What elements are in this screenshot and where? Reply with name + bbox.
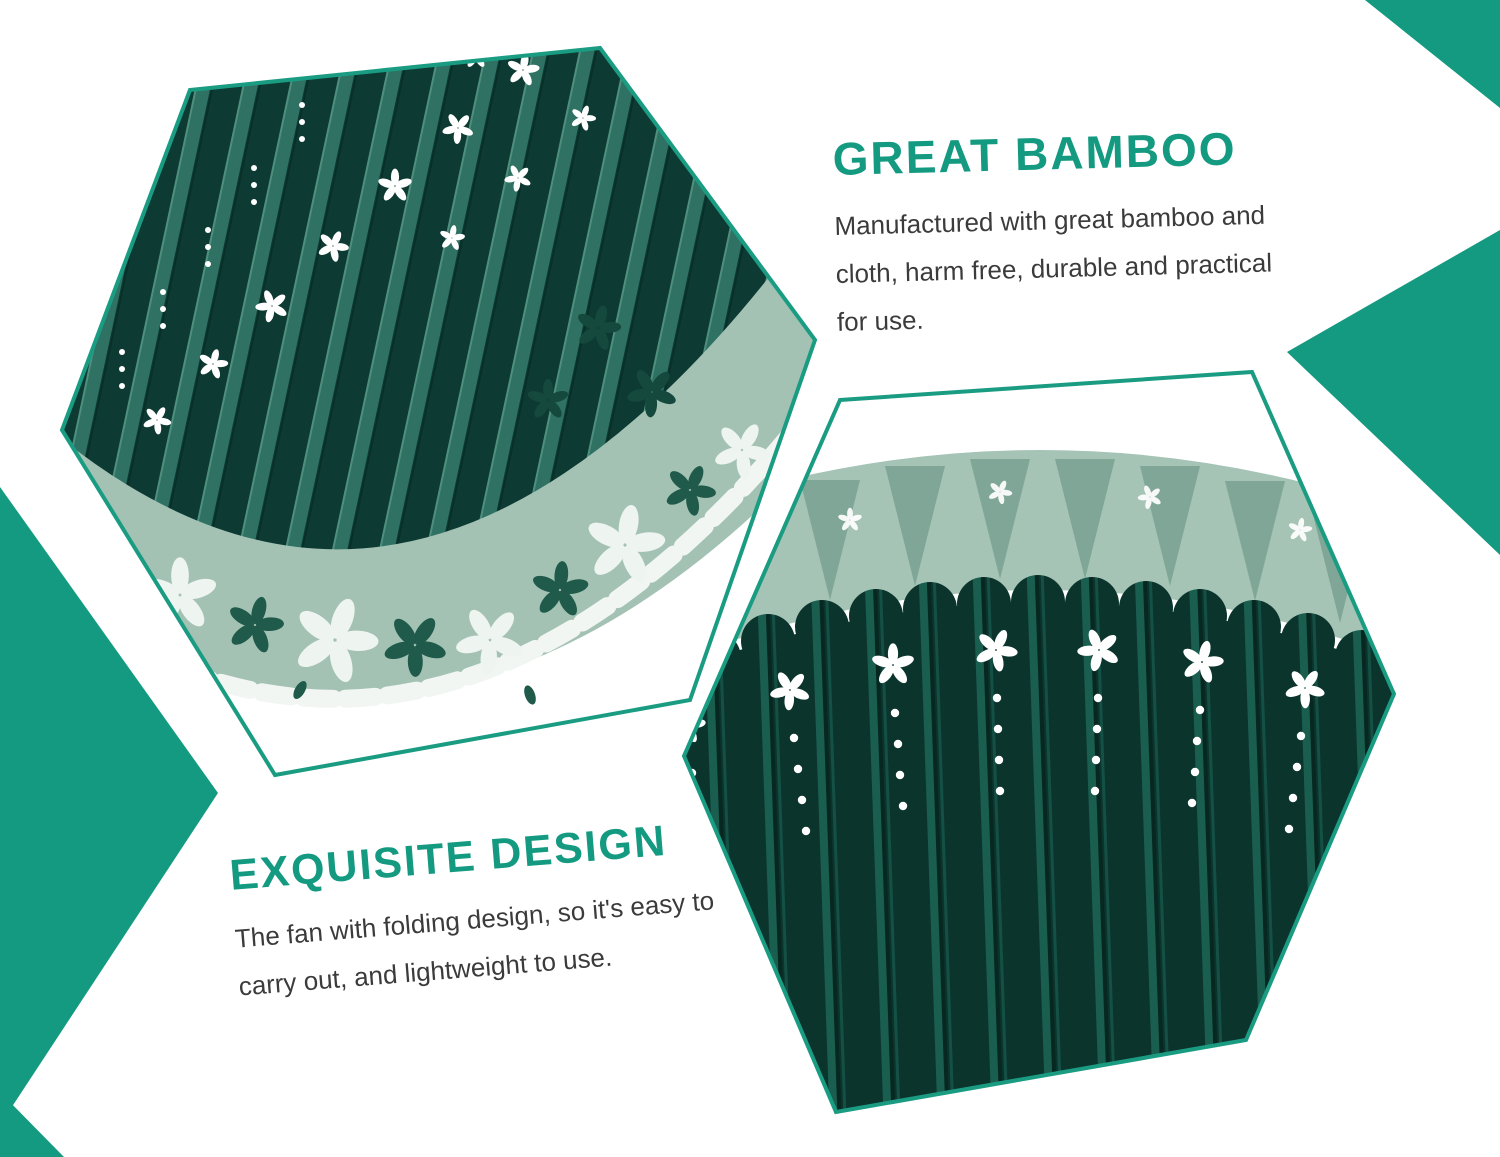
accent-triangle-top-right [1365,0,1500,108]
section-great-bamboo: GREAT BAMBOO Manufactured with great bam… [832,119,1337,346]
accent-triangle-left [0,487,218,1125]
band-sakura-pattern [141,410,783,705]
photo-hexagon-open-fan [59,45,818,778]
sakura-cutout-pattern [119,48,601,440]
bamboo-description: Manufactured with great bamboo and cloth… [834,189,1338,346]
hexagon-border [59,45,818,778]
rib-tips [684,575,1394,705]
accent-triangle-right [1287,230,1500,555]
accent-triangle-bottom-left [0,1092,64,1157]
hexagon-border [681,369,1397,1115]
photo-hexagon-folded-fan [681,369,1397,1115]
